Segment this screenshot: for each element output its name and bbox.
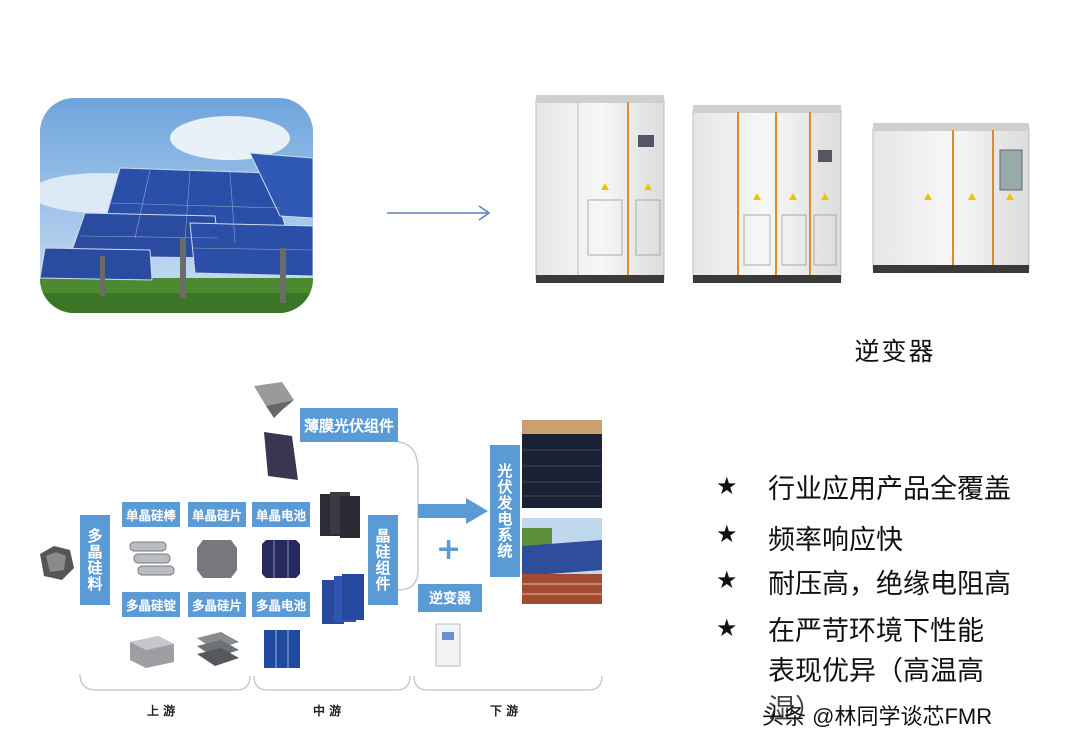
solar-panel-photo [40,98,313,313]
bullet-text-4: 在严苛环境下性能 [768,616,984,647]
mono-rod-image [129,541,175,576]
crystalline-module-image-1 [320,492,360,538]
star-icon: ★ [716,472,738,500]
string-inverter-image [435,623,461,667]
mono-cell-image [262,540,300,578]
segment-label-downstream: 下 游 [490,704,519,718]
box-polysilicon: 多晶硅料 [80,515,110,605]
mono-wafer-image [197,540,237,578]
star-icon: ★ [716,566,738,594]
star-icon: ★ [716,614,738,642]
bullet-text-6: 湿） [768,694,822,725]
segment-label-upstream: 上 游 [147,704,176,718]
bullet-text-2: 频率响应快 [768,525,903,556]
multi-wafer-image [197,632,239,666]
crystalline-module-image-2 [322,574,364,624]
box-thin-film-module: 薄膜光伏组件 [300,408,398,442]
box-mono-rod: 单晶硅棒 [122,502,180,527]
watermark: 头条 @林同学谈芯FMR [762,704,993,729]
bullet-text-5: 表现优异（高温高 [768,656,984,687]
box-multi-wafer: 多晶硅片 [188,592,246,617]
box-mono-wafer: 单晶硅片 [188,502,246,527]
box-inverter: 逆变器 [418,584,482,612]
box-mono-cell: 单晶电池 [252,502,310,527]
multi-ingot-image [130,636,174,668]
right-arrow-icon [387,205,491,221]
box-crystalline-module: 晶硅组件 [368,515,398,605]
thin-film-panel-image [264,432,298,480]
silicon-material-image [40,546,74,580]
bullet-text-3: 耐压高，绝缘电阻高 [768,569,1011,600]
box-multi-cell: 多晶电池 [252,592,310,617]
bullet-text-1: 行业应用产品全覆盖 [768,474,1011,505]
pv-farm-photo [522,420,602,508]
chain-connector [397,441,488,591]
segment-brackets [79,673,603,691]
box-pv-power-system: 光伏发电系统 [490,445,520,577]
star-icon: ★ [716,520,738,548]
segment-label-midstream: 中 游 [313,704,342,718]
thin-film-roll-image [254,382,294,418]
inverter-cabinets-image [535,95,1030,283]
multi-cell-image [264,630,300,668]
inverter-caption: 逆变器 [854,337,936,366]
rooftop-pv-photo [522,518,602,604]
plus-sign: + [436,532,462,567]
box-multi-ingot: 多晶硅锭 [122,592,180,617]
